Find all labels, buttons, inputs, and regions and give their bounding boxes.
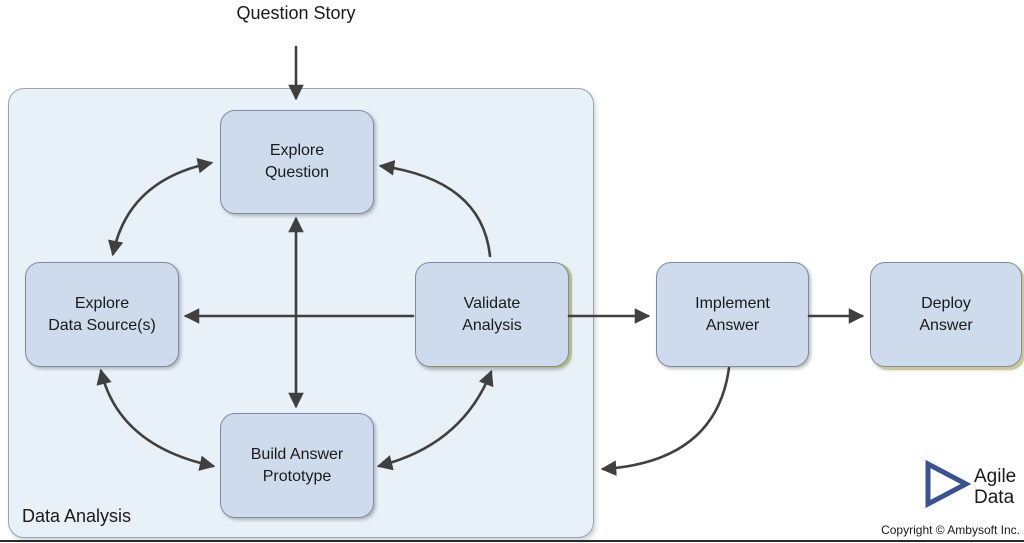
node-explore-data-sources: Explore Data Source(s) <box>25 262 179 367</box>
question-story-line2: Story <box>313 3 356 23</box>
node-label-line: Answer <box>705 316 760 334</box>
node-label-line: Explore <box>269 142 325 159</box>
agile-data-logo-text: Agile Data <box>974 466 1016 508</box>
agile-data-logo-triangle-icon <box>925 459 972 509</box>
node-label-line: Answer <box>919 316 973 334</box>
node-validate-analysis: Validate Analysis <box>415 262 569 367</box>
node-label-line: Prototype <box>262 467 332 485</box>
logo-text-line1: Agile <box>974 466 1017 487</box>
node-label-line: Validate <box>463 294 521 312</box>
bottom-border-line <box>0 540 1024 542</box>
node-label-line: Explore <box>74 294 130 312</box>
data-analysis-container-label: Data Analysis <box>22 506 132 526</box>
logo-text-line2: Data <box>974 487 1015 508</box>
node-deploy-answer: Deploy Answer <box>870 262 1022 367</box>
question-story-label: Question Story <box>196 2 396 24</box>
arrow-implement-answer-to-data-analysis-container <box>600 366 731 476</box>
node-label-line: Data Source(s) <box>48 316 156 334</box>
node-label-line: Question <box>264 164 330 181</box>
node-build-answer-prototype: Build Answer Prototype <box>220 413 374 518</box>
copyright-notice: Copyright © Ambysoft Inc. <box>881 523 1020 537</box>
question-story-line1: Question <box>236 3 309 23</box>
node-implement-answer: Implement Answer <box>656 262 809 367</box>
node-label-line: Deploy <box>921 294 971 312</box>
node-label-line: Implement <box>695 294 770 312</box>
node-label-line: Analysis <box>462 316 522 334</box>
node-explore-question: Explore Question <box>220 110 374 214</box>
node-label-line: Build Answer <box>250 445 344 463</box>
